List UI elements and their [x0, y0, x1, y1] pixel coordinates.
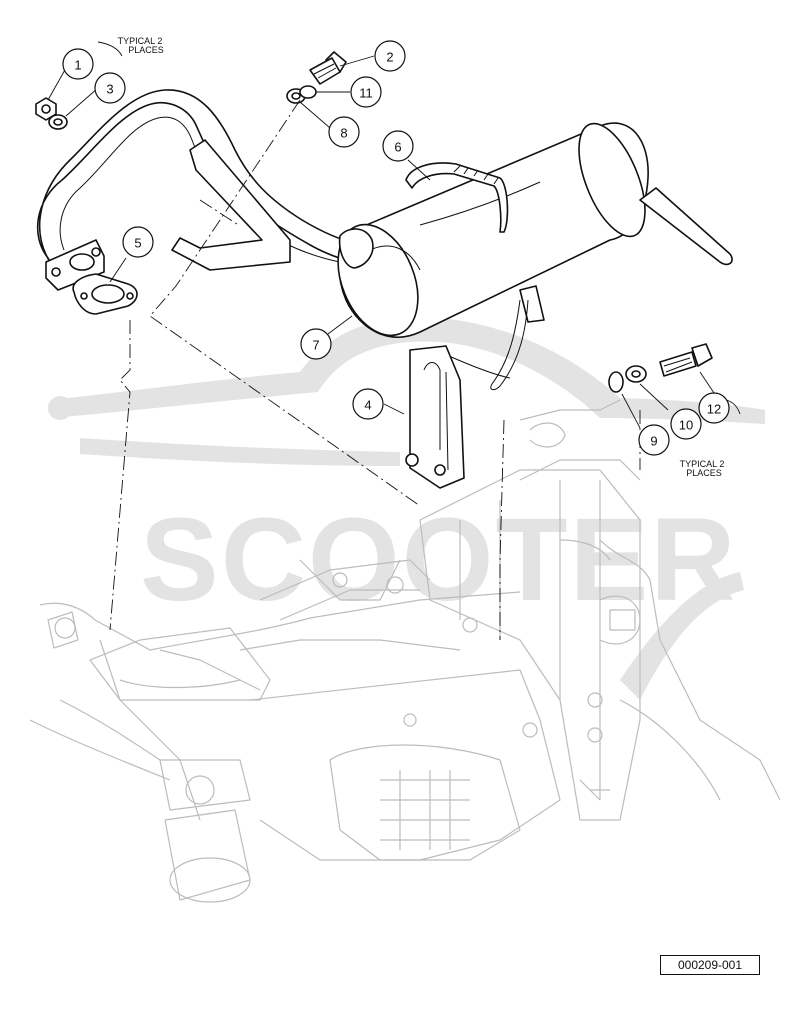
callout-1: 1: [62, 48, 94, 80]
watermark-text: SCOOTER: [140, 494, 738, 626]
callout-11: 11: [350, 76, 382, 108]
watermark: SCOOTER: [48, 316, 765, 700]
svg-text:2: 2: [386, 50, 393, 65]
svg-text:7: 7: [312, 338, 319, 353]
nut-washer-set: [35, 97, 68, 130]
muffler-bracket: [405, 345, 465, 489]
typical-note-top-line2: PLACES: [128, 45, 164, 55]
callout-5: 5: [122, 226, 154, 258]
callout-2: 2: [374, 40, 406, 72]
callout-3: 3: [94, 72, 126, 104]
diagram-number: 000209-001: [660, 955, 760, 975]
svg-text:1: 1: [74, 58, 81, 73]
callout-10: 10: [670, 408, 702, 440]
svg-text:3: 3: [106, 82, 113, 97]
callout-9: 9: [638, 424, 670, 456]
svg-text:5: 5: [134, 236, 141, 251]
callout-6: 6: [382, 130, 414, 162]
svg-text:6: 6: [394, 140, 401, 155]
bolt-washer-set-right: [608, 343, 713, 393]
engine-background: [29, 399, 781, 903]
svg-text:9: 9: [650, 434, 657, 449]
svg-text:10: 10: [679, 418, 693, 433]
bolt-washer-set-top: [286, 51, 347, 104]
svg-text:8: 8: [340, 126, 347, 141]
callout-4: 4: [352, 388, 384, 420]
exhaust-pipe: [36, 89, 359, 315]
callout-7: 7: [300, 328, 332, 360]
callout-8: 8: [328, 116, 360, 148]
typical-note-right-line1: TYPICAL 2: [680, 459, 725, 469]
typical-note-right-line2: PLACES: [686, 468, 722, 478]
svg-text:12: 12: [707, 402, 721, 417]
svg-text:11: 11: [359, 86, 373, 101]
callout-12: 12: [698, 392, 730, 424]
leader-lines: [47, 41, 741, 429]
svg-text:4: 4: [364, 398, 371, 413]
typical-note-top-line1: TYPICAL 2: [118, 36, 163, 46]
